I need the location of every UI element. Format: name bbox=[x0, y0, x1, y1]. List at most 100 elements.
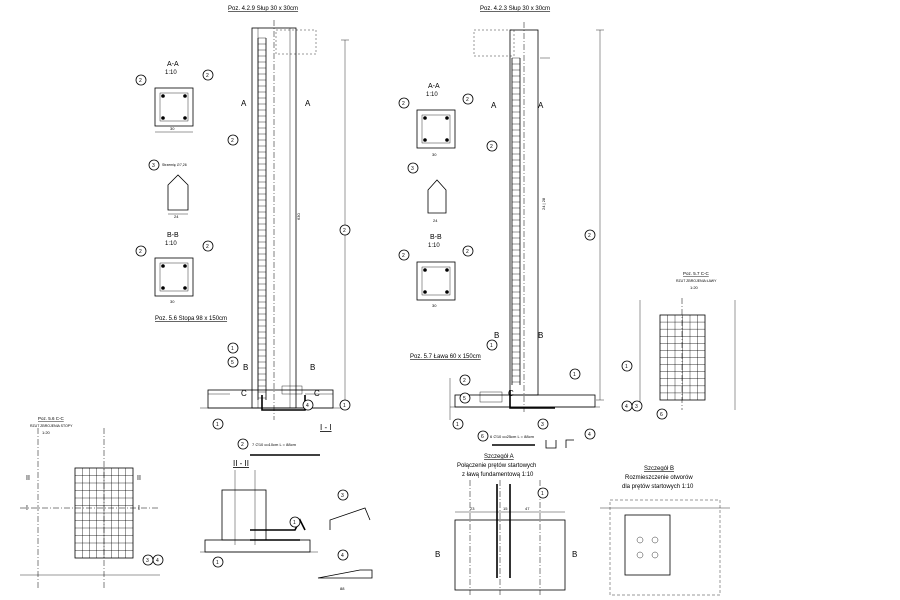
right-plan-scale: 1:20 bbox=[690, 285, 699, 290]
svg-text:2: 2 bbox=[206, 244, 209, 250]
left-footing-plan: Poz. 5.6 C-C RZUT ZBROJENIA STOPY 1:20 I… bbox=[20, 416, 164, 590]
svg-text:6: 6 bbox=[481, 434, 484, 440]
left-bar-7: 2 7 ∅10 co10cm L = 88cm bbox=[237, 438, 320, 456]
detail-b-line3: dla prętów startowych 1:10 bbox=[622, 484, 694, 490]
svg-text:3: 3 bbox=[541, 422, 544, 428]
svg-text:3: 3 bbox=[341, 493, 344, 499]
right-aa-scale: 1:10 bbox=[426, 92, 438, 98]
svg-text:1: 1 bbox=[490, 343, 493, 349]
svg-text:1: 1 bbox=[573, 372, 576, 378]
right-bench-title: Poz. 5.7 Ława 60 x 150cm bbox=[410, 354, 481, 360]
r-marker-b-right: B bbox=[538, 331, 543, 340]
svg-text:30: 30 bbox=[170, 126, 175, 131]
svg-text:2: 2 bbox=[241, 442, 244, 448]
right-plan-title: Poz. 5.7 C-C bbox=[683, 271, 710, 276]
right-bar6-text: 6 ∅10 co25cm L = 88cm bbox=[490, 434, 535, 439]
left-plan-scale: 1:20 bbox=[42, 430, 51, 435]
svg-text:4: 4 bbox=[306, 403, 309, 409]
r-marker-c: C bbox=[508, 389, 514, 398]
svg-text:15: 15 bbox=[503, 506, 508, 511]
section-ii-label: I - I bbox=[320, 423, 332, 432]
svg-text:2: 2 bbox=[463, 378, 466, 384]
right-bb-title: B-B bbox=[430, 234, 442, 241]
svg-text:30: 30 bbox=[432, 303, 437, 308]
right-section-bb: B-B 1:10 30 2 2 bbox=[398, 234, 474, 308]
svg-text:3: 3 bbox=[411, 166, 414, 172]
section-ii2-label: II - II bbox=[233, 459, 249, 468]
svg-text:24: 24 bbox=[174, 214, 179, 219]
r-marker-a-right: A bbox=[538, 101, 544, 110]
detail-a: Szczegół A Połączenie prętów startowych … bbox=[435, 454, 577, 595]
marker-b-right: B bbox=[310, 363, 315, 372]
svg-text:30: 30 bbox=[432, 152, 437, 157]
right-plan-sub: RZUT ZBROJENIA ŁAWY bbox=[676, 279, 717, 283]
svg-text:4: 4 bbox=[341, 553, 344, 559]
left-bb-title: B-B bbox=[167, 232, 179, 239]
left-bent-bars: 3 4 88 bbox=[317, 489, 373, 591]
left-footing-section bbox=[200, 385, 345, 411]
r-marker-a-left: A bbox=[491, 101, 497, 110]
svg-text:2: 2 bbox=[490, 144, 493, 150]
left-aa-scale: 1:10 bbox=[165, 70, 177, 76]
svg-text:4: 4 bbox=[588, 432, 591, 438]
marker-c-right: C bbox=[314, 389, 320, 398]
svg-text:2: 2 bbox=[139, 78, 142, 84]
detail-a-line3: z ławą fundamentową 1:10 bbox=[462, 472, 534, 478]
svg-text:2: 2 bbox=[588, 233, 591, 239]
right-column-title: Poz. 4.2.3 Słup 30 x 30cm bbox=[480, 6, 550, 12]
svg-text:2: 2 bbox=[402, 101, 405, 107]
svg-text:24: 24 bbox=[433, 218, 438, 223]
left-aa-title: A-A bbox=[167, 61, 179, 68]
svg-text:30: 30 bbox=[170, 299, 175, 304]
left-section-bb: B-B 1:10 30 2 2 bbox=[135, 232, 214, 304]
plan-marker-i-left: I bbox=[26, 505, 28, 512]
right-bar-6: 6 6 ∅10 co25cm L = 88cm 3 4 bbox=[477, 418, 596, 449]
detail-a-line2: Połączenie prętów startowych bbox=[457, 463, 536, 469]
left-bb-scale: 1:10 bbox=[165, 241, 177, 247]
svg-text:88: 88 bbox=[340, 586, 345, 591]
left-section-ii-ii: II - II 1 1 bbox=[200, 459, 318, 568]
svg-text:23: 23 bbox=[470, 506, 475, 511]
svg-text:4: 4 bbox=[156, 558, 159, 564]
marker-b-left: B bbox=[243, 363, 248, 372]
svg-text:3: 3 bbox=[152, 163, 155, 169]
detail-a-line1: Szczegół A bbox=[484, 454, 514, 460]
svg-text:1: 1 bbox=[216, 560, 219, 566]
plan-marker-ii-right: II bbox=[137, 475, 141, 482]
left-section-aa: A-A 1:10 30 2 2 bbox=[135, 61, 214, 133]
left-column-title: Poz. 4.2.9 Słup 30 x 30cm bbox=[228, 6, 298, 12]
svg-text:2: 2 bbox=[343, 228, 346, 234]
detail-a-b-left: B bbox=[435, 550, 440, 559]
r-marker-b-left: B bbox=[494, 331, 499, 340]
svg-text:6: 6 bbox=[660, 412, 663, 418]
svg-text:3: 3 bbox=[635, 404, 638, 410]
detail-a-b-right: B bbox=[572, 550, 577, 559]
left-footing-title: Poz. 5.6 Stopa 98 x 150cm bbox=[155, 316, 227, 322]
right-callouts: 2 1 2 5 1 2 1 bbox=[452, 140, 596, 430]
svg-text:1: 1 bbox=[625, 364, 628, 370]
svg-text:1: 1 bbox=[216, 422, 219, 428]
svg-text:5: 5 bbox=[463, 396, 466, 402]
svg-text:3: 3 bbox=[146, 558, 149, 564]
right-aa-title: A-A bbox=[428, 83, 440, 90]
right-column-elevation: 24 | 28 bbox=[473, 22, 604, 412]
svg-text:5: 5 bbox=[231, 360, 234, 366]
left-callouts: 2 1 5 1 2 1 4 bbox=[212, 134, 351, 430]
svg-text:1: 1 bbox=[541, 491, 544, 497]
left-plan-title: Poz. 5.6 C-C bbox=[38, 416, 65, 421]
detail-b-line2: Rozmieszczenie otworów bbox=[625, 475, 693, 481]
right-dim-2428: 24 | 28 bbox=[541, 197, 546, 210]
detail-b: Szczegół B Rozmieszczenie otworów dla pr… bbox=[600, 466, 730, 596]
plan-marker-ii-left: II bbox=[26, 475, 30, 482]
svg-text:1: 1 bbox=[231, 346, 234, 352]
marker-a-right: A bbox=[305, 99, 311, 108]
left-bar7-text: 7 ∅10 co10cm L = 88cm bbox=[252, 442, 297, 447]
left-column-elevation: 630 bbox=[251, 20, 349, 420]
left-stirrup-label: Strzemię ∅7,26 bbox=[162, 163, 187, 167]
svg-text:4: 4 bbox=[625, 404, 628, 410]
svg-text:1: 1 bbox=[456, 422, 459, 428]
right-bench-plan: Poz. 5.7 C-C RZUT ZBROJENIA ŁAWY 1:20 1 … bbox=[621, 271, 736, 420]
svg-text:2: 2 bbox=[402, 253, 405, 259]
dim-630: 630 bbox=[296, 213, 301, 220]
